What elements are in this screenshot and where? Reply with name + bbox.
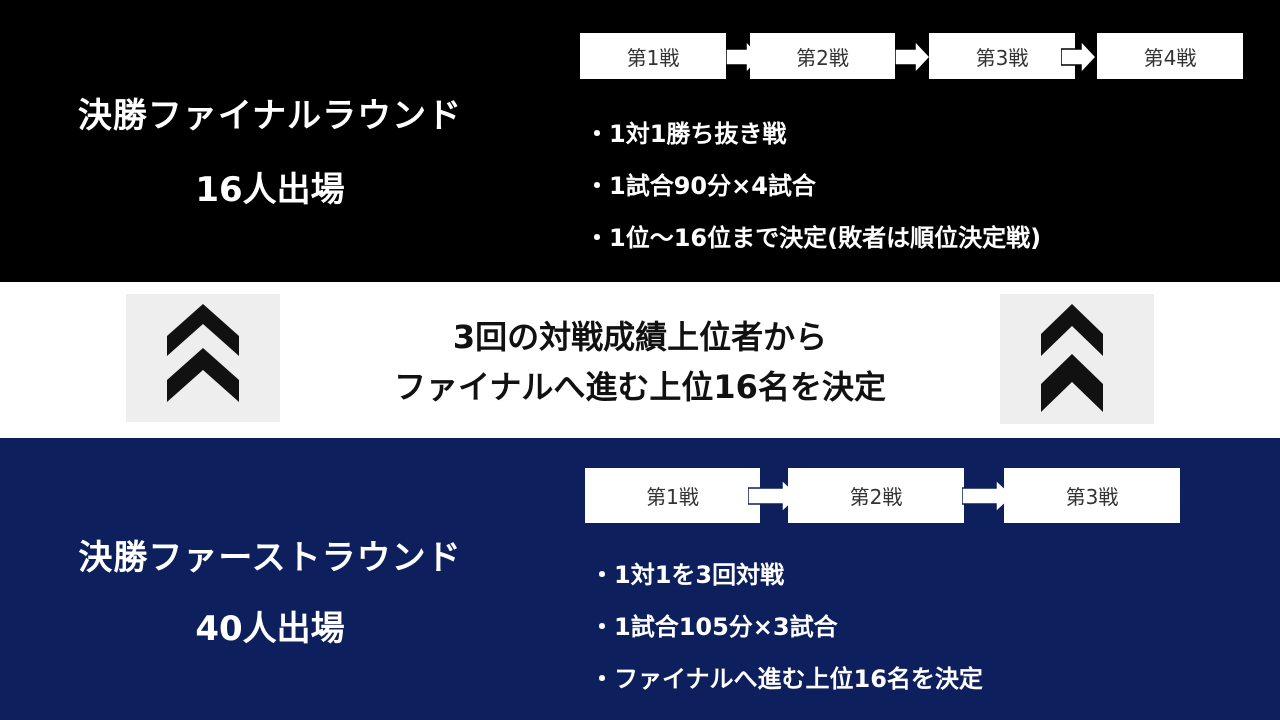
final-round-bullets: ・1対1勝ち抜き戦 ・1試合90分×4試合 ・1位～16位まで決定(敗者は順位決…	[585, 108, 1041, 264]
final-round-section: 決勝ファイナルラウンド 16人出場 第1戦 第2戦 第3戦 第4戦 ・1対1勝ち…	[0, 0, 1280, 282]
first-step-3: 第3戦	[1004, 468, 1180, 523]
first-round-title: 決勝ファーストラウンド	[78, 538, 462, 578]
final-step-4: 第4戦	[1097, 33, 1243, 79]
arrow-right-icon	[1061, 40, 1097, 74]
transition-line-2: ファイナルへ進む上位16名を決定	[394, 368, 886, 406]
double-chevron-up-icon	[167, 304, 239, 402]
final-round-title: 決勝ファイナルラウンド	[77, 96, 463, 136]
final-bullet: ・1試合90分×4試合	[585, 172, 816, 200]
final-step-3: 第3戦	[929, 33, 1075, 79]
first-round-count: 40人出場	[195, 609, 345, 649]
first-bullet: ・1対1を3回対戦	[590, 561, 785, 589]
first-bullet: ・ファイナルへ進む上位16名を決定	[590, 665, 983, 693]
first-step-1: 第1戦	[585, 468, 760, 523]
first-round-bullets: ・1対1を3回対戦 ・1試合105分×3試合 ・ファイナルへ進む上位16名を決定	[590, 549, 983, 705]
final-step-2: 第2戦	[750, 33, 895, 79]
arrow-right-icon	[895, 40, 931, 74]
transition-message: 3回の対戦成績上位者から ファイナルへ進む上位16名を決定	[290, 312, 990, 412]
first-bullet: ・1試合105分×3試合	[590, 613, 838, 641]
final-bullet: ・1位～16位まで決定(敗者は順位決定戦)	[585, 224, 1042, 252]
final-bullet: ・1対1勝ち抜き戦	[585, 120, 787, 148]
transition-line-1: 3回の対戦成績上位者から	[452, 318, 828, 356]
final-round-count: 16人出場	[195, 170, 345, 210]
transition-section: 3回の対戦成績上位者から ファイナルへ進む上位16名を決定	[0, 282, 1280, 438]
double-chevron-up-icon	[1041, 304, 1103, 412]
first-step-2: 第2戦	[788, 468, 964, 523]
chevron-panel-right	[1000, 294, 1154, 424]
final-step-1: 第1戦	[580, 33, 726, 79]
first-round-section: 決勝ファーストラウンド 40人出場 第1戦 第2戦 第3戦 ・1対1を3回対戦 …	[0, 438, 1280, 720]
chevron-panel-left	[126, 294, 280, 422]
